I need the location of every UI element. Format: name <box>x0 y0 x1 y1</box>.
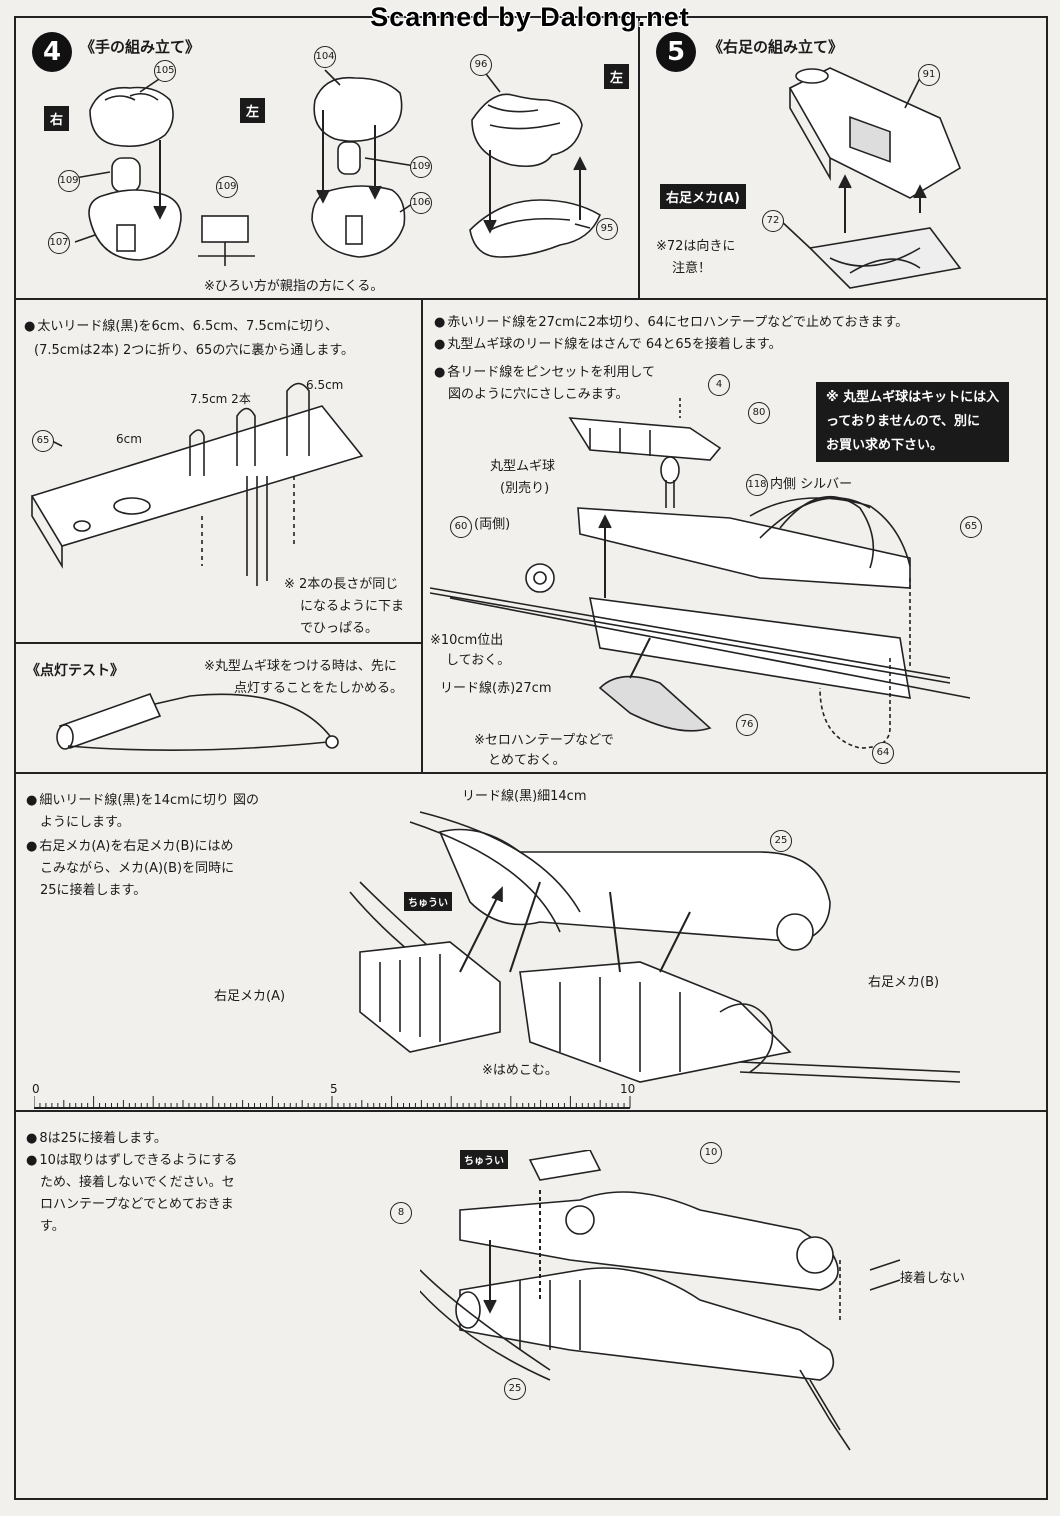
step5-note: ※72は向きに <box>656 239 736 254</box>
instruction-line: (7.5cmは2本) 2つに折り、65の穴に裏から通します。 <box>34 343 355 358</box>
ruler-label: 10 <box>620 1082 636 1096</box>
instruction-line: 太いリード線(黒)を6cm、6.5cm、7.5cmに切り、 <box>24 316 338 338</box>
part-number: 72 <box>762 210 784 232</box>
instruction-line: 丸型ムギ球のリード線をはさんで 64と65を接着します。 <box>434 334 781 356</box>
left-tag: 左 <box>240 98 266 123</box>
position-note: ※10cm位出 <box>430 633 504 648</box>
part-number: 65 <box>960 516 982 538</box>
section-title: 《点灯テスト》 <box>26 663 124 679</box>
part-number: 76 <box>736 714 758 736</box>
watermark: Scanned by Dalong.net <box>370 2 690 32</box>
step-number: 4 <box>32 32 72 72</box>
part-number: 104 <box>314 46 336 68</box>
notice-line: ※ 丸型ムギ球はキットには入 <box>826 390 1000 405</box>
instruction-line: 25に接着します。 <box>40 883 147 898</box>
mecha-a-tag: 右足メカ(A) <box>660 184 746 209</box>
instruction-line: す。 <box>40 1219 65 1234</box>
instruction-line: こみながら、メカ(A)(B)を同時に <box>40 861 235 876</box>
part-number: 8 <box>390 1202 412 1224</box>
left-tag-2: 左 <box>604 64 630 89</box>
wire-label: リード線(黒)細14cm <box>462 789 587 804</box>
instruction-line: 細いリード線(黒)を14cmに切り 図の <box>26 790 259 812</box>
leg-mecha-illustration <box>779 67 962 289</box>
bulb-housing-illustration <box>430 398 971 749</box>
instruction-line: 図のように穴にさしこみます。 <box>448 387 629 402</box>
divider <box>14 1110 1048 1112</box>
part-number: 4 <box>708 374 730 396</box>
instruction-line: ため、接着しないでください。セ <box>40 1175 235 1190</box>
both-sides-label: (両側) <box>474 517 511 532</box>
position-note: しておく。 <box>446 653 511 668</box>
glue-tag: ちゅうい <box>460 1150 508 1169</box>
mecha-b-label: 右足メカ(B) <box>868 975 940 990</box>
right-tag: 右 <box>44 106 70 131</box>
part-number: 106 <box>410 192 432 214</box>
step4-note: ※ひろい方が親指の方にくる。 <box>204 279 384 294</box>
divider <box>421 298 423 774</box>
leg-frame-illustration <box>349 811 961 1083</box>
divider <box>14 298 1048 300</box>
part-number: 91 <box>918 64 940 86</box>
inner-silver-label: 内側 シルバー <box>770 477 853 492</box>
step-number: 5 <box>656 32 696 72</box>
hand-assembly-illustration <box>74 69 601 266</box>
divider <box>14 772 1048 774</box>
light-note: ※丸型ムギ球をつける時は、先に <box>204 659 397 674</box>
step5-note: 注意！ <box>672 261 712 276</box>
length-label: 6.5cm <box>306 378 344 392</box>
part-number: 96 <box>470 54 492 76</box>
notice-line: っておりませんので、別に <box>826 414 981 429</box>
instruction-line: 赤いリード線を27cmに2本切り、64にセロハンテープなどで止めておきます。 <box>434 312 908 334</box>
instruction-line: ロハンテープなどでとめておきま <box>40 1197 234 1212</box>
part-number: 107 <box>48 232 70 254</box>
length-label: 7.5cm 2本 <box>190 392 251 406</box>
instruction-line: ようにします。 <box>40 815 130 830</box>
fit-note: ※はめこむ。 <box>482 1063 558 1078</box>
notice-line: お買い求め下さい。 <box>826 438 944 453</box>
glue-tag: ちゅうい <box>404 892 452 911</box>
instruction-line: 各リード線をピンセットを利用して <box>434 362 655 384</box>
wire-note: ※ 2本の長さが同じ <box>284 577 399 592</box>
part-number: 95 <box>596 218 618 240</box>
bulb-notice: ※ 丸型ムギ球はキットには入 っておりませんので、別に お買い求め下さい。 <box>816 382 1010 462</box>
instruction-line: 10は取りはずしできるようにする <box>26 1150 237 1172</box>
length-label: 6cm <box>116 432 142 446</box>
part-number: 118 <box>746 474 768 496</box>
part-number: 25 <box>504 1378 526 1400</box>
part-number: 80 <box>748 402 770 424</box>
part-number: 60 <box>450 516 472 538</box>
part-number: 64 <box>872 742 894 764</box>
part-number: 65 <box>32 430 54 452</box>
page-frame <box>14 16 1048 1500</box>
step-title: 《手の組み立て》 <box>80 38 201 56</box>
ruler-ticks <box>34 1096 631 1109</box>
light-note: 点灯することをたしかめる。 <box>234 681 404 696</box>
tape-note: とめておく。 <box>488 753 566 768</box>
bulb-label: 丸型ムギ球 <box>490 459 556 474</box>
mecha-a-label: 右足メカ(A) <box>214 989 286 1004</box>
instruction-line: 右足メカ(A)を右足メカ(B)にはめ <box>26 836 233 858</box>
part-number: 25 <box>770 830 792 852</box>
battery-bulb-illustration <box>56 693 339 751</box>
ruler-label: 0 <box>32 1082 40 1096</box>
part-number: 109 <box>216 176 238 198</box>
part-number: 109 <box>58 170 80 192</box>
part-number: 105 <box>154 60 176 82</box>
wire-note: でひっぱる。 <box>300 621 379 636</box>
bulb-label: (別売り) <box>500 481 550 496</box>
no-glue-label: 接着しない <box>900 1271 966 1286</box>
part-number: 10 <box>700 1142 722 1164</box>
divider <box>14 642 423 644</box>
arm-frame-illustration <box>420 1150 901 1451</box>
red-wire-label: リード線(赤)27cm <box>440 681 552 696</box>
wire-note: になるように下ま <box>300 599 405 614</box>
part-number: 109 <box>410 156 432 178</box>
divider <box>638 16 640 300</box>
tape-note: ※セロハンテープなどで <box>474 733 614 748</box>
ruler-label: 5 <box>330 1082 338 1096</box>
step-title: 《右足の組み立て》 <box>708 38 844 56</box>
instruction-line: 8は25に接着します。 <box>26 1128 167 1150</box>
